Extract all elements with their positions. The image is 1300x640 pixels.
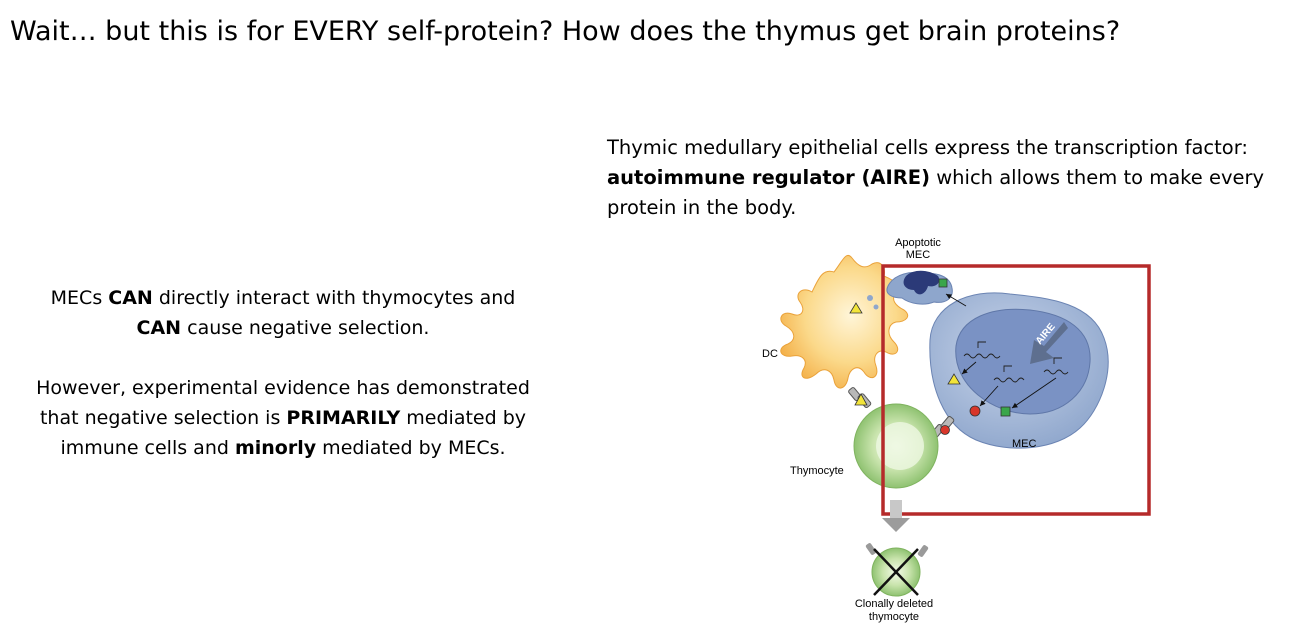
aire-paragraph: Thymic medullary epithelial cells expres… [607,133,1297,223]
text-run: which allows them to make every protein … [607,166,1265,219]
mec-label: MEC [1012,438,1037,450]
aire-highlight-box [881,264,1151,516]
dc-label: DC [762,348,778,360]
emphasis-can: CAN [136,317,182,339]
vesicle-dot [873,304,879,310]
gene-transcription [963,341,1069,383]
mec-interaction-paragraph: MECs CAN directly interact with thymocyt… [28,283,538,343]
text-run: MECs [50,287,109,309]
deleted-thymocyte [865,543,929,597]
left-text-block: MECs CAN directly interact with thymocyt… [28,283,538,463]
text-run: mediated by immune cells and [60,407,527,459]
square-antigen [938,278,948,288]
vesicle-dot [867,295,873,301]
evidence-paragraph: However, experimental evidence has demon… [28,373,538,463]
emphasis-primarily: PRIMARILY [286,407,401,429]
emphasis-minorly: minorly [234,437,317,459]
apoptotic-label-line2: MEC [906,249,931,261]
text-run: cause negative selection. [181,317,430,339]
dendritic-cell [780,254,909,389]
down-arrow-icon [882,500,910,532]
apoptotic-mec-core [903,270,940,295]
emphasis-can: CAN [108,287,153,309]
triangle-antigen [849,302,863,314]
deleted-label-line1: Clonally deleted [855,598,933,610]
apoptotic-label-line1: Apoptotic [895,237,941,249]
right-text-block: Thymic medullary epithelial cells expres… [607,133,1297,223]
translation-arrows [961,361,1057,409]
circle-antigen [969,405,981,417]
slide-title: Wait… but this is for EVERY self-protein… [10,16,1121,47]
text-run: mediated by MECs. [316,437,506,459]
text-run: Thymic medullary epithelial cells expres… [607,136,1248,159]
deleted-label-line2: thymocyte [869,611,919,623]
thymocyte-label: Thymocyte [790,465,844,477]
text-run: However, experimental evidence has demon… [36,377,530,429]
triangle-antigen [947,373,961,385]
emphasis-aire: autoimmune regulator (AIRE) [607,166,931,189]
aire-arrow-icon [1030,322,1068,364]
thymocyte-nucleus [876,422,924,470]
negative-selection-diagram: AIRE MEC Apoptotic MEC Thymocyte DC [762,237,1151,623]
square-antigen [1000,406,1011,417]
apoptosis-arrow [945,293,967,307]
text-run: directly interact with thymocytes and [152,287,516,309]
